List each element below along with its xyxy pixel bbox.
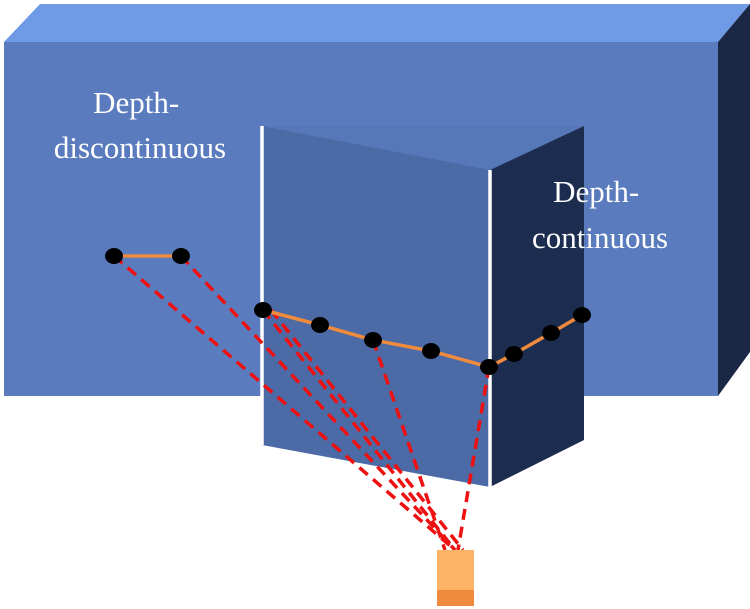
sensor-body [437, 550, 474, 590]
wedge-left-face [262, 126, 490, 487]
sample-point [364, 332, 382, 348]
ray-3 [261, 308, 457, 552]
wedge-top-face [262, 126, 584, 170]
sample-points [105, 248, 591, 375]
label-continuous: Depth- continuous [532, 174, 668, 255]
sensor-rays [112, 254, 491, 552]
sample-point [480, 359, 498, 375]
ray-6 [456, 366, 491, 551]
ray-1 [112, 254, 457, 552]
back-wall-side-face [718, 4, 750, 396]
ray-2 [179, 254, 457, 552]
label-discontinuous: Depth- discontinuous [54, 85, 226, 165]
label-continuous-line2: continuous [532, 220, 668, 255]
depth-camera-icon [437, 550, 474, 606]
ray-4 [269, 308, 465, 552]
sensor-base [437, 590, 474, 606]
sample-point [105, 248, 123, 264]
label-discontinuous-line1: Depth- [93, 85, 179, 120]
sample-point [573, 307, 591, 323]
wedge-right-face [490, 126, 584, 487]
back-wall-top-face [4, 4, 750, 42]
sample-point [505, 346, 523, 362]
sample-point [422, 343, 440, 359]
label-continuous-line1: Depth- [553, 174, 639, 209]
ray-5 [371, 339, 447, 551]
label-discontinuous-line2: discontinuous [54, 130, 226, 165]
sample-point [254, 302, 272, 318]
sample-point [172, 248, 190, 264]
sample-point [542, 325, 560, 341]
sample-point [311, 317, 329, 333]
